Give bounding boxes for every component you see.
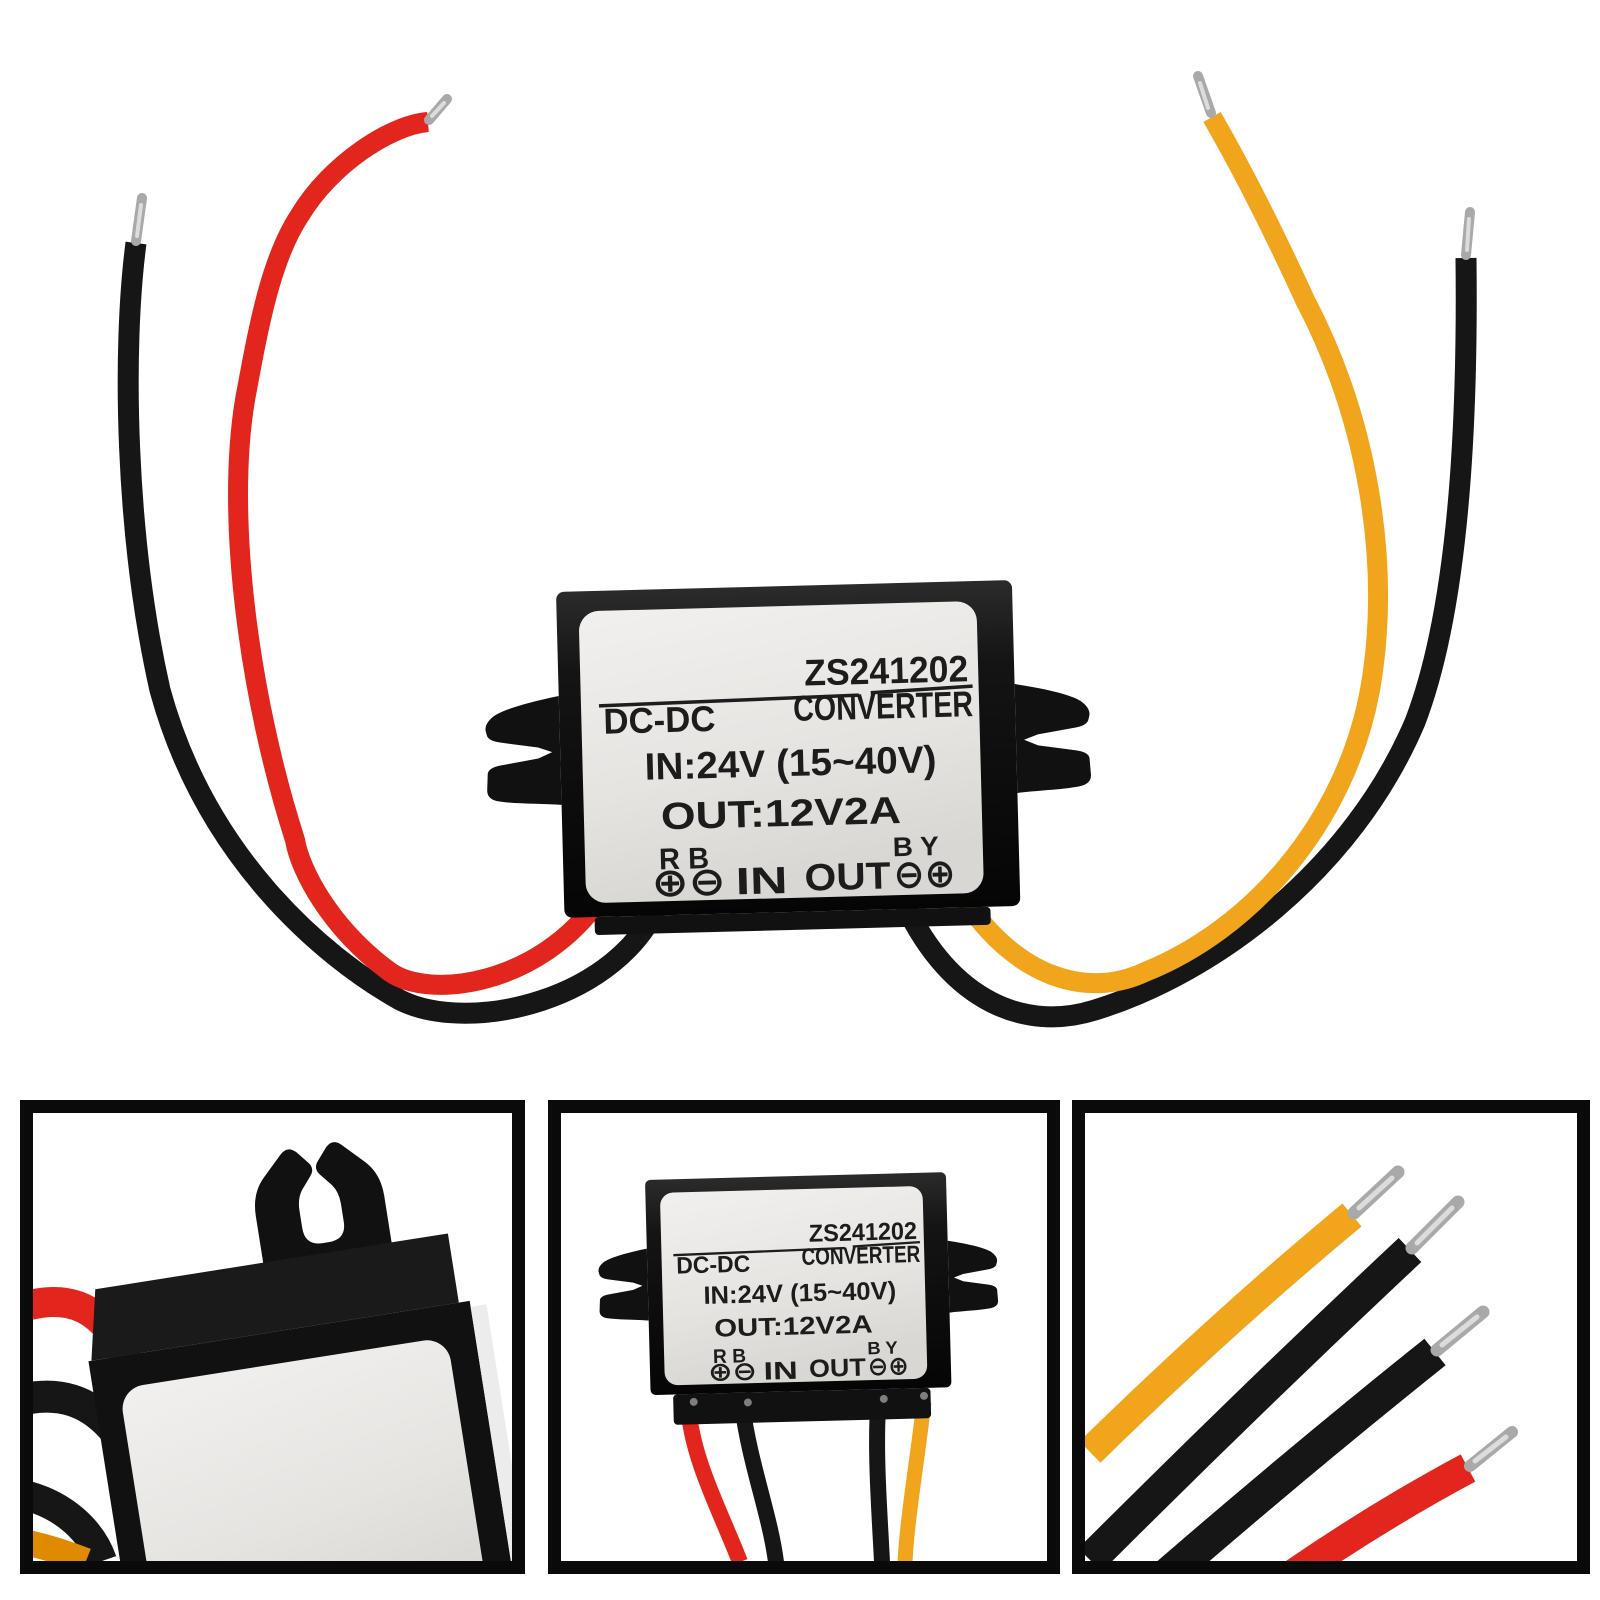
in-label: IN xyxy=(735,860,788,903)
label-input-spec: IN:24V (15~40V) xyxy=(703,1277,896,1310)
blank-label xyxy=(122,1340,491,1561)
tips-red-tip-shine xyxy=(1472,1434,1509,1464)
in-wire-letters: R B xyxy=(713,1345,747,1368)
label-converter: CONVERTER xyxy=(801,1241,920,1271)
inset-right-frame xyxy=(1072,1100,1590,1574)
device-top-face xyxy=(91,1233,459,1361)
device-label-print: ZS241202 DC-DC CONVERTER IN:24V (15~40V)… xyxy=(598,648,974,907)
device-label xyxy=(660,1186,928,1386)
out-label: OUT xyxy=(804,855,891,899)
right-mount-wing xyxy=(947,1240,999,1313)
out-screw-symbols-icon: ⊖⊕ xyxy=(867,1350,909,1382)
output-wire-yellow-tip-shine xyxy=(1198,81,1210,110)
mini-yellow-wire xyxy=(897,1401,932,1561)
tips-black-wire-lower xyxy=(1157,1338,1446,1561)
in-label: IN xyxy=(763,1357,798,1386)
label-output-spec: OUT:12V2A xyxy=(660,790,901,838)
in-screw-symbols-icon: ⊕⊖ xyxy=(708,1356,758,1388)
label-output-spec: OUT:12V2A xyxy=(714,1310,873,1342)
inset-right-content xyxy=(1085,1165,1518,1561)
in-screw-symbols-icon: ⊕⊖ xyxy=(651,859,726,907)
device-base xyxy=(673,1387,932,1425)
label-divider-left xyxy=(673,1246,845,1257)
label-model: ZS241202 xyxy=(804,648,969,693)
inset-left-content xyxy=(33,1142,512,1561)
base-screw-dot xyxy=(743,1398,752,1407)
input-wire-red-tip-shine xyxy=(430,101,446,118)
tips-red-wire xyxy=(1285,1454,1476,1561)
tips-yellow-wire xyxy=(1085,1203,1362,1463)
label-dcdc: DC-DC xyxy=(676,1251,751,1280)
input-wire-black-tip-shine xyxy=(135,203,143,238)
inset-middle-content: ZS241202 DC-DC CONVERTER IN:24V (15~40V)… xyxy=(598,1172,999,1561)
label-divider-right xyxy=(870,684,973,695)
label-divider-left xyxy=(598,693,859,708)
label-converter: CONVERTER xyxy=(793,683,974,729)
tips-black-upper-tip-shine xyxy=(1414,1205,1455,1246)
output-wire-black-tip-shine xyxy=(1465,217,1471,252)
inset-device-closeup xyxy=(20,1100,525,1574)
out-wire-letters: B Y xyxy=(892,831,939,862)
out-wire-letters: B Y xyxy=(867,1338,898,1359)
inset-device-with-wires: ZS241202 DC-DC CONVERTER IN:24V (15~40V)… xyxy=(548,1100,1060,1574)
mini-black-wire-left xyxy=(734,1403,784,1561)
tips-yellow-tip-shine xyxy=(1356,1175,1395,1211)
output-wire-black xyxy=(895,257,1477,1028)
inset-left-frame xyxy=(20,1100,525,1574)
left-mount-wing xyxy=(598,1248,649,1321)
label-divider-right xyxy=(852,1240,921,1248)
right-mount-wing xyxy=(1014,684,1091,793)
label-input-spec: IN:24V (15~40V) xyxy=(644,739,937,789)
converter-device-small: ZS241202 DC-DC CONVERTER IN:24V (15~40V)… xyxy=(598,1172,999,1425)
device-base xyxy=(594,906,991,935)
input-wire-red xyxy=(228,112,609,995)
device-side-face xyxy=(470,1304,512,1561)
mini-black-wire-right xyxy=(869,1407,890,1561)
input-wire-black xyxy=(117,241,670,1024)
closeup-device xyxy=(88,1142,512,1561)
converter-device: ZS241202 DC-DC CONVERTER IN:24V (15~40V)… xyxy=(485,580,1091,935)
base-screw-dot xyxy=(689,1397,698,1406)
inset-wire-tips xyxy=(1072,1100,1590,1574)
device-label-print: ZS241202 DC-DC CONVERTER IN:24V (15~40V)… xyxy=(673,1218,921,1388)
inset-middle-frame xyxy=(548,1100,1060,1574)
left-mount-wing xyxy=(485,695,562,805)
out-screw-symbols-icon: ⊖⊕ xyxy=(893,851,956,899)
tips-black-wire-upper xyxy=(1085,1237,1422,1561)
tips-black-lower-tip-shine xyxy=(1439,1314,1480,1348)
device-label xyxy=(579,601,984,903)
base-screw-dot xyxy=(920,1391,928,1400)
closeup-corner-orange-wire xyxy=(33,1530,91,1561)
main-photo: ZS241202 DC-DC CONVERTER IN:24V (15~40V)… xyxy=(117,71,1477,1028)
output-wire-yellow xyxy=(956,111,1388,994)
closeup-corner-black-wire xyxy=(33,1481,117,1561)
out-label: OUT xyxy=(809,1354,867,1383)
base-screw-dot xyxy=(879,1394,888,1403)
label-dcdc: DC-DC xyxy=(603,698,716,742)
in-wire-letters: R B xyxy=(659,842,710,876)
